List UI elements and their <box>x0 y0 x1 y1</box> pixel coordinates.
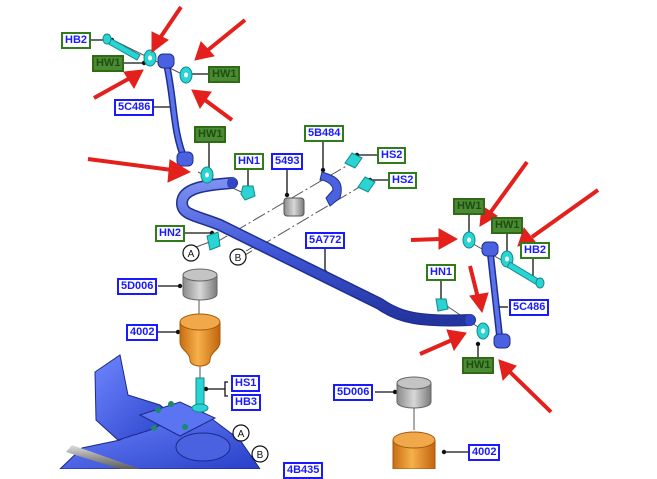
washer-holes <box>148 55 509 334</box>
label-5d006-left[interactable]: 5D006 <box>117 278 158 295</box>
insulator-left <box>182 268 218 301</box>
callout-a-upper: A <box>182 244 200 262</box>
arrow-icon <box>517 188 600 247</box>
label-hn2[interactable]: HN2 <box>155 225 186 242</box>
arrow-icon <box>419 329 467 356</box>
label-5d006-right[interactable]: 5D006 <box>333 384 374 401</box>
label-5c486-left[interactable]: 5C486 <box>114 99 155 116</box>
callout-b-lower: B <box>251 445 269 463</box>
leader-lines <box>89 39 534 453</box>
label-hb3[interactable]: HB3 <box>231 394 262 411</box>
label-hw1-top-left[interactable]: HW1 <box>92 55 125 72</box>
label-hw1-top-right[interactable]: HW1 <box>208 66 241 83</box>
label-hw1-right-bottom[interactable]: HW1 <box>462 357 495 374</box>
label-hb2-right[interactable]: HB2 <box>520 242 551 259</box>
label-hn1-right[interactable]: HN1 <box>426 264 457 281</box>
label-hw1-right-a[interactable]: HW1 <box>453 198 486 215</box>
arrow-icon <box>191 89 234 122</box>
arrow-icon <box>87 157 192 183</box>
label-hn1-left[interactable]: HN1 <box>234 153 265 170</box>
callout-b-upper: B <box>229 248 247 266</box>
label-hb2-top[interactable]: HB2 <box>61 32 92 49</box>
label-hw1-right-b[interactable]: HW1 <box>491 217 524 234</box>
label-5c486-right[interactable]: 5C486 <box>509 299 550 316</box>
bracket-part <box>319 171 342 207</box>
label-hs2-lower[interactable]: HS2 <box>388 172 418 189</box>
arrow-icon <box>410 228 459 250</box>
jounce-bumper-right <box>392 431 436 469</box>
subframe-part <box>59 354 261 469</box>
svg-text:B: B <box>235 253 242 264</box>
svg-text:A: A <box>188 249 195 260</box>
arrow-icon <box>194 18 247 61</box>
label-hw1-mid-left[interactable]: HW1 <box>194 126 227 143</box>
callout-a-lower: A <box>232 424 250 442</box>
label-hs2-upper[interactable]: HS2 <box>377 147 407 164</box>
label-5b484[interactable]: 5B484 <box>304 125 345 142</box>
arrow-icon <box>468 265 489 314</box>
label-hs1[interactable]: HS1 <box>231 375 261 392</box>
jounce-bumper-left <box>179 313 221 367</box>
arrow-icon <box>151 5 183 53</box>
arrow-icon <box>498 359 553 414</box>
label-5493[interactable]: 5493 <box>271 153 304 170</box>
stabilizer-bar <box>175 177 476 327</box>
label-4002-right[interactable]: 4002 <box>468 444 501 461</box>
label-5a772[interactable]: 5A772 <box>305 232 346 249</box>
arrow-icon <box>93 69 144 100</box>
exploded-parts-diagram: A B A B <box>59 5 600 469</box>
label-4b435[interactable]: 4B435 <box>283 462 324 479</box>
stabilizer-link-left <box>157 53 194 167</box>
insulator-right <box>396 376 432 409</box>
svg-text:B: B <box>257 450 264 461</box>
label-4002-left[interactable]: 4002 <box>126 324 159 341</box>
stabilizer-bushing <box>283 197 305 217</box>
svg-text:A: A <box>238 429 245 440</box>
stabilizer-link-right <box>481 241 511 349</box>
